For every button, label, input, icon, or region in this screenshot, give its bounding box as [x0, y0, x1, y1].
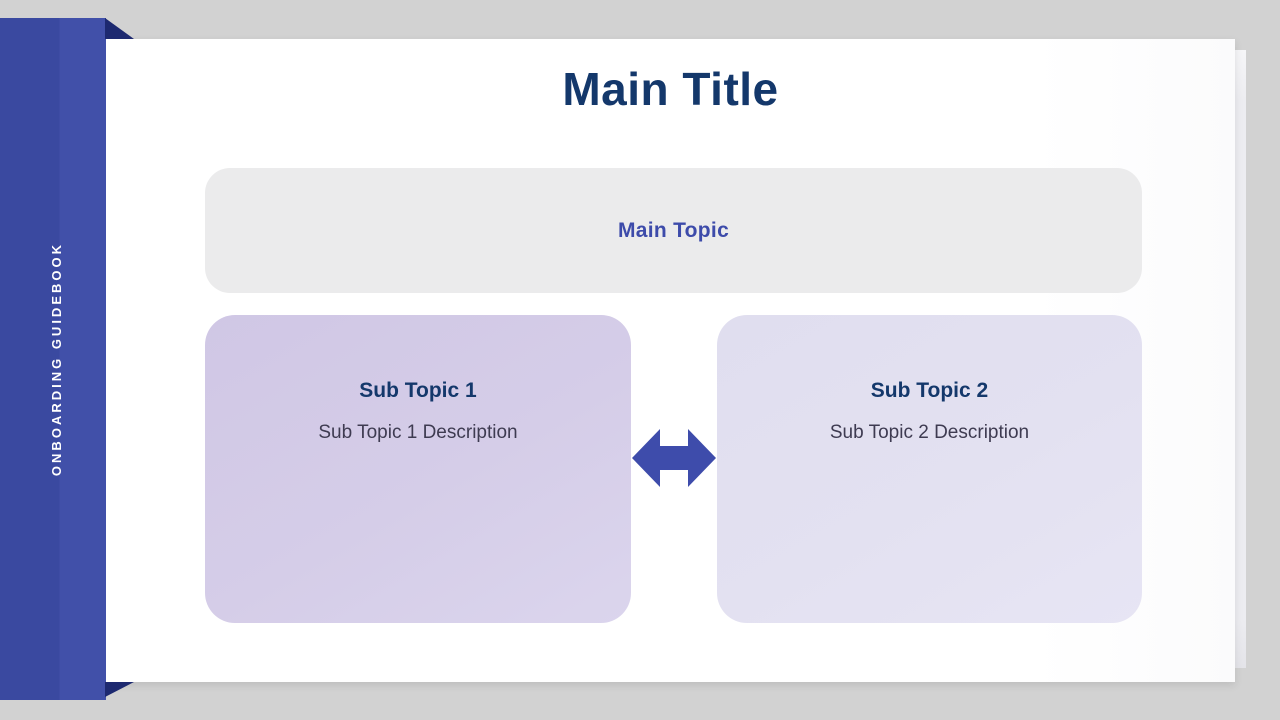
main-topic-label: Main Topic [617, 218, 730, 242]
main-topic-box: Main Topic [205, 168, 1142, 293]
sub-topic-1-box: Sub Topic 1 Sub Topic 1 Description [205, 315, 631, 623]
sidebar-vertical-label: ONBOARDING GUIDEBOOK [48, 241, 64, 477]
sub-topic-1-title: Sub Topic 1 [359, 379, 477, 402]
ribbon-fold-bottom [105, 682, 134, 697]
ribbon-fold-top [105, 18, 134, 39]
page-title: Main Title [562, 63, 779, 115]
sub-topic-2-description: Sub Topic 2 Description [829, 422, 1030, 443]
double-arrow-icon [632, 429, 716, 487]
sub-topic-2-title: Sub Topic 2 [870, 379, 989, 402]
page-stack-edge [1235, 50, 1246, 668]
sidebar-ribbon: ONBOARDING GUIDEBOOK [0, 18, 106, 700]
sub-topic-1-description: Sub Topic 1 Description [318, 422, 518, 443]
sub-topic-2-box: Sub Topic 2 Sub Topic 2 Description [717, 315, 1142, 623]
